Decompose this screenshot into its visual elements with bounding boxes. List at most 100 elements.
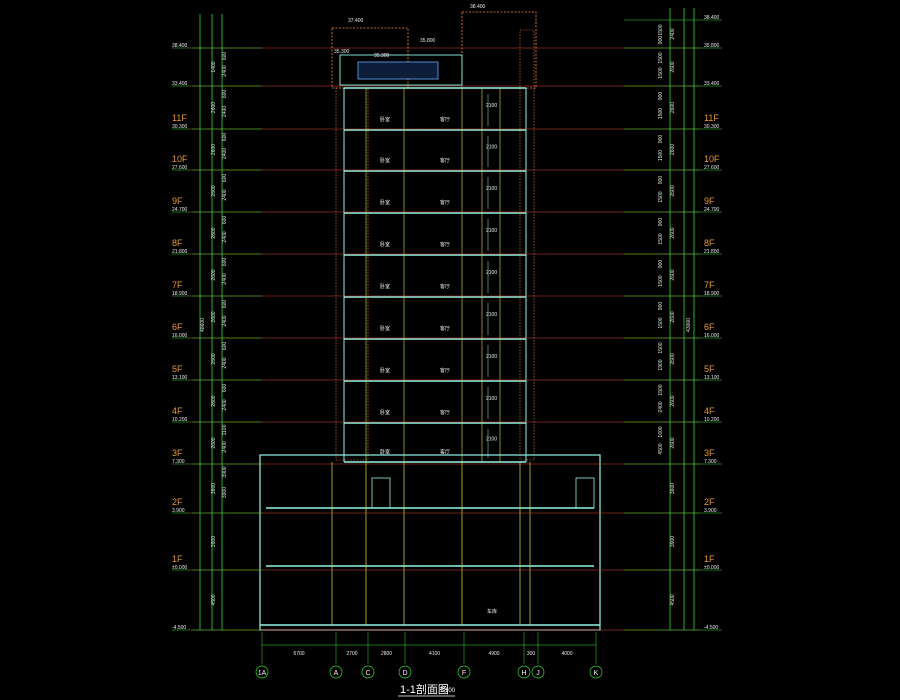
- right-dim-outer-text: 2400: [670, 28, 676, 39]
- floor-elev-right: 27.600: [704, 165, 720, 171]
- right-dim-inner-text: 900: [658, 135, 664, 144]
- door-height-label: 2100: [486, 228, 497, 234]
- right-dim-outer-text: 2600: [670, 269, 676, 280]
- left-dim-inner-text: 2400: [222, 231, 228, 242]
- floor-label-left: 3F: [172, 448, 183, 458]
- floor-label-right: 10F: [704, 154, 720, 164]
- floor-elev-right: 21.800: [704, 249, 720, 255]
- door-height-label: 2100: [486, 270, 497, 276]
- door-height-label: 2100: [486, 437, 497, 443]
- left-dim-outer-text: 1400: [211, 61, 217, 72]
- floor-label-right: 4F: [704, 406, 715, 416]
- axis-span-text: 4000: [561, 651, 572, 657]
- left-dim-outer-text: 2600: [211, 185, 217, 196]
- axis-label: F: [462, 670, 466, 677]
- floor-label-right: 7F: [704, 280, 715, 290]
- floor-slabs: [344, 87, 526, 463]
- room-label: 卧室: [380, 367, 390, 374]
- floor-label-right: 5F: [704, 364, 715, 374]
- left-dim-inner-text: 2400: [222, 189, 228, 200]
- floor-elev-left: 21.800: [172, 249, 188, 255]
- left-dim-inner-text: 600: [222, 216, 228, 225]
- right-dim-inner-text: 1500: [658, 384, 664, 395]
- floor-elev-left: 7.300: [172, 459, 185, 465]
- right-dim-outer-text: 2600: [670, 185, 676, 196]
- left-floor-labels: 38.40033.40011F30.30010F27.6009F24.7008F…: [172, 43, 190, 631]
- room-label: 卧室: [380, 409, 390, 416]
- right-dim-inner-text: 4500: [658, 443, 664, 454]
- room-label: 卧室: [380, 448, 390, 455]
- floor-label-left: 2F: [172, 497, 183, 507]
- right-dim-outer-text: 4500: [670, 594, 676, 605]
- left-dim-inner-text: 3900: [222, 487, 228, 498]
- floor-label-right: 8F: [704, 238, 715, 248]
- door-height-label: 2100: [486, 103, 497, 109]
- right-dim-inner-text: 900: [658, 36, 664, 45]
- floor-label-left: 4F: [172, 406, 183, 416]
- left-dim-outer-text: 3900: [211, 536, 217, 547]
- floor-elev-left: 30.300: [172, 124, 188, 130]
- right-dim-outer-text: 3900: [670, 536, 676, 547]
- left-dim-inner-text: 600: [222, 90, 228, 99]
- axis-bubble: [398, 665, 412, 679]
- axis-label: C: [365, 670, 370, 677]
- right-dim-inner-text: 900: [658, 176, 664, 185]
- elev-parapet-left: 37.400: [348, 18, 364, 24]
- floor-elev-right: 10.200: [704, 417, 720, 423]
- floor-label-right: 2F: [704, 497, 715, 507]
- door-left: [371, 477, 391, 509]
- left-dim-outer-text: 2600: [211, 269, 217, 280]
- floor-elev-left: 24.700: [172, 207, 188, 213]
- floor-label-left: 6F: [172, 322, 183, 332]
- axis-label: A: [334, 670, 339, 677]
- axis-span-text: 2700: [346, 651, 357, 657]
- right-dim-inner-text: 900: [658, 218, 664, 227]
- left-dim-inner-text: 600: [222, 258, 228, 267]
- room-label: 客厅: [440, 241, 450, 248]
- right-dim-inner-text: 1500: [658, 24, 664, 35]
- axis-bubble: [329, 665, 343, 679]
- floor-elev-left: 38.400: [172, 43, 188, 49]
- facade-hatch-right: [519, 29, 535, 461]
- right-dim-outer-text: 3600: [670, 483, 676, 494]
- right-dim-outer-text: 2600: [670, 102, 676, 113]
- left-dim-inner-text: 2400: [222, 106, 228, 117]
- roof-structure: [331, 11, 537, 89]
- right-dim-inner-text: 900: [658, 260, 664, 269]
- left-dimension-chain: 1400260026002600260026002600260026002600…: [192, 14, 262, 631]
- floor-elev-right: 30.300: [704, 124, 720, 130]
- floor-elev-left: 18.900: [172, 291, 188, 297]
- door-height-label: 2100: [486, 312, 497, 318]
- door-height-label: 2100: [486, 354, 497, 360]
- floor-elev-left: 33.400: [172, 81, 188, 87]
- left-dim-outer-text: 4500: [211, 594, 217, 605]
- left-dim-outer-text: 2600: [211, 437, 217, 448]
- right-dim-inner-text: 1500: [658, 275, 664, 286]
- left-dim-inner-text: 2400: [222, 65, 228, 76]
- left-dim-inner-text: 3900: [222, 466, 228, 477]
- right-dim-inner-text: 1500: [658, 150, 664, 161]
- right-dim-inner-text: 1500: [658, 233, 664, 244]
- floor-elev-right: 38.400: [704, 15, 720, 21]
- floor-label-left: 10F: [172, 154, 188, 164]
- right-dim-outer-text: 2600: [670, 395, 676, 406]
- room-label: 客厅: [440, 157, 450, 164]
- floor-elev-right: 24.700: [704, 207, 720, 213]
- left-dim-inner-text: 2400: [222, 315, 228, 326]
- left-dim-inner-text: 600: [222, 342, 228, 351]
- left-dim-inner-text: 1100: [222, 424, 228, 435]
- axis-bubble: [517, 665, 531, 679]
- room-label: 客厅: [440, 367, 450, 374]
- floor-label-left: 8F: [172, 238, 183, 248]
- right-dim-outer-text: 2600: [670, 144, 676, 155]
- room-label: 客厅: [440, 409, 450, 416]
- floor-elev-right: 33.400: [704, 81, 720, 87]
- room-label: 卧室: [380, 325, 390, 332]
- right-dim-outer-text: 2600: [670, 61, 676, 72]
- right-dim-inner-text: 1500: [658, 52, 664, 63]
- floor-elev-left: 16.000: [172, 333, 188, 339]
- left-dim-inner-text: 2400: [222, 273, 228, 284]
- drawing-title: 1-1剖面图: [400, 682, 449, 696]
- left-dim-inner-text: 600: [222, 133, 228, 142]
